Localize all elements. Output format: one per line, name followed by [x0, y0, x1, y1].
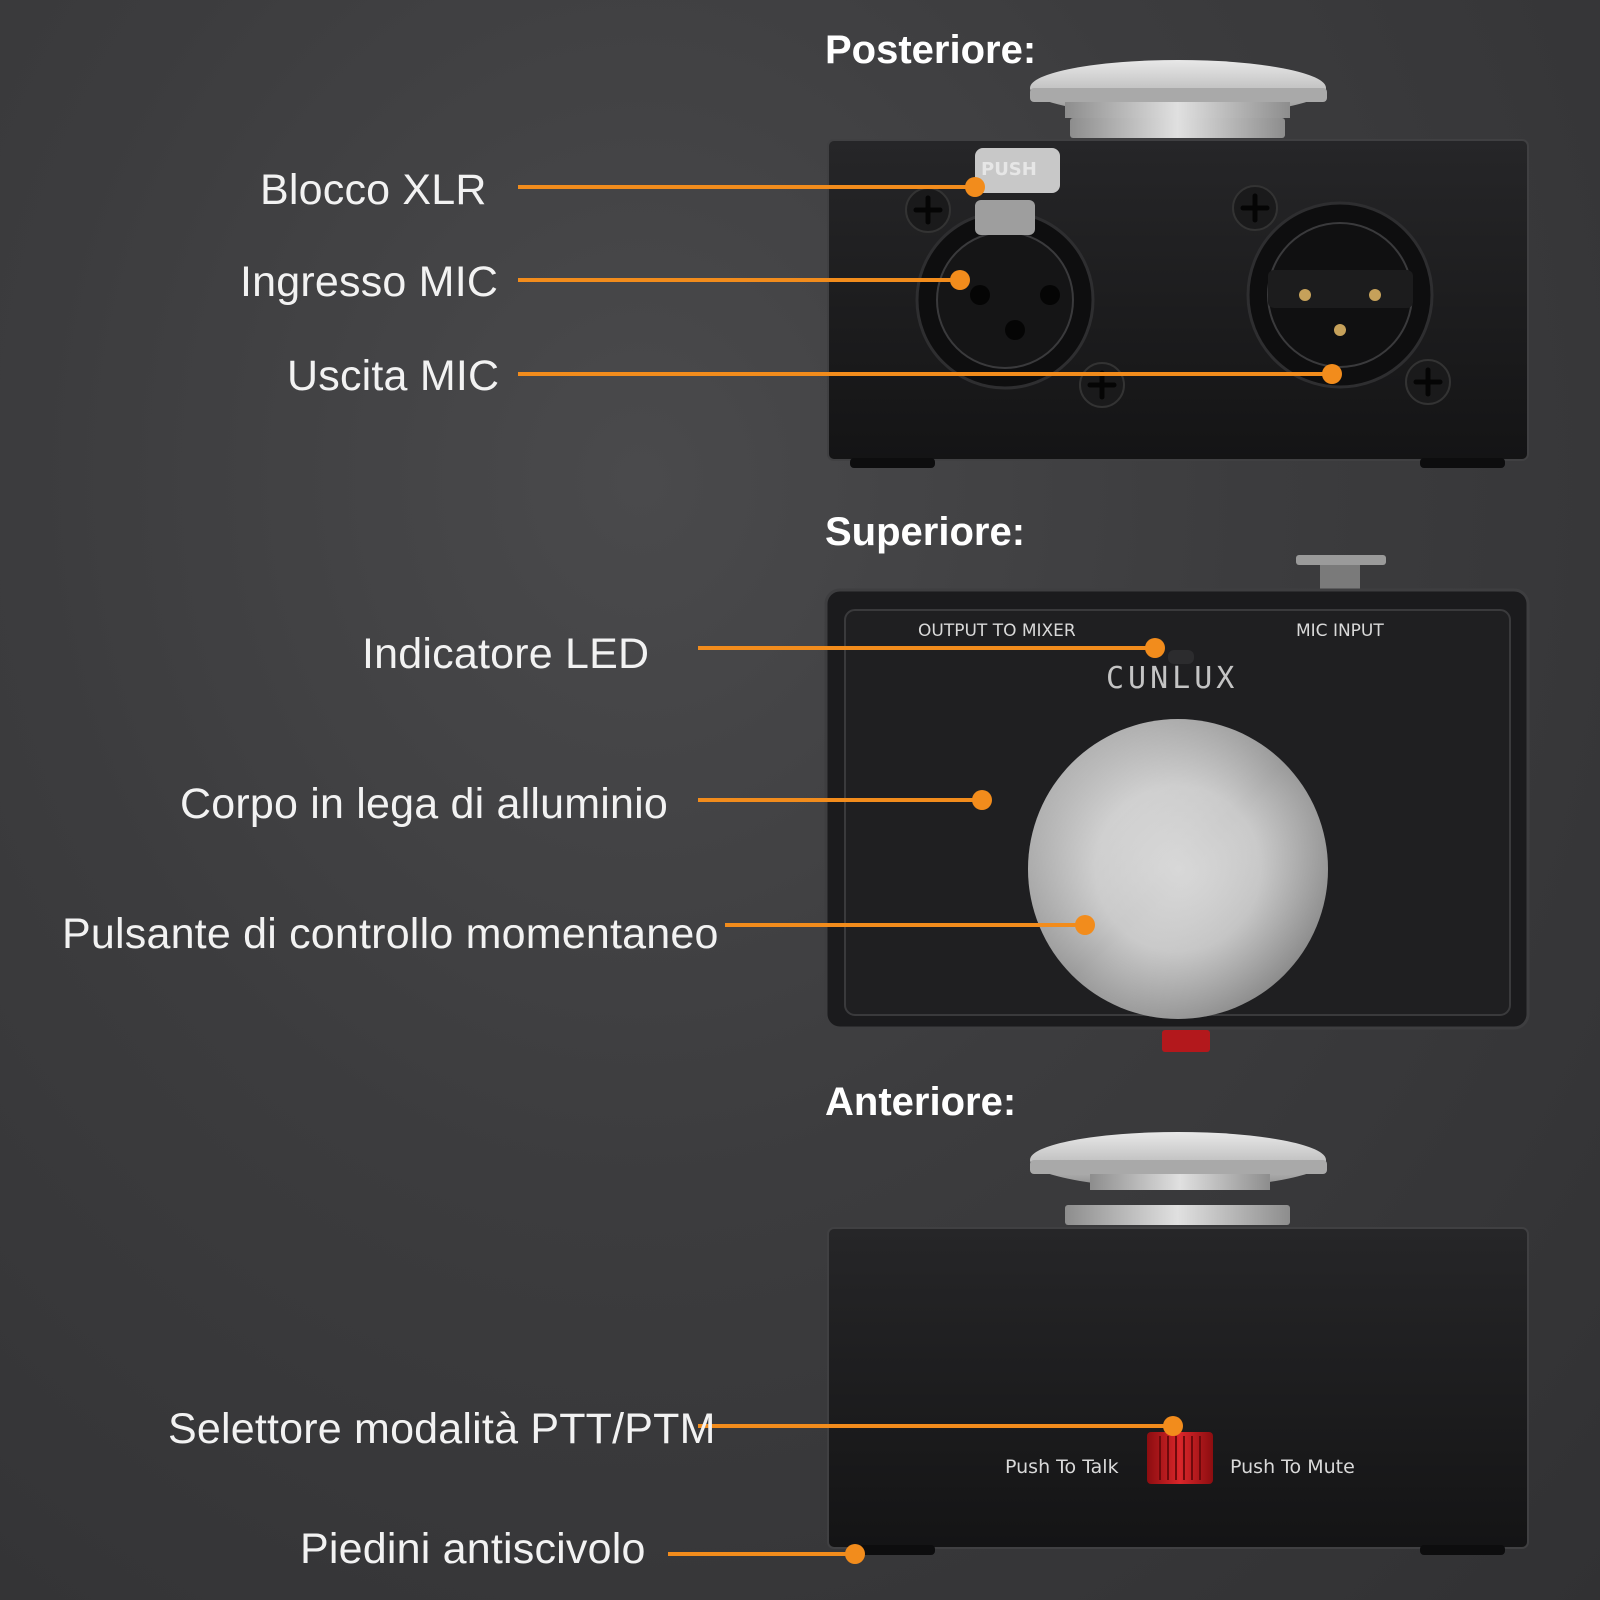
callout-mic-output: Uscita MIC: [287, 352, 500, 400]
rear-view: [827, 60, 1529, 468]
brand-logo: CUNLUX: [1106, 661, 1239, 696]
mic-input-label: MIC INPUT: [1296, 621, 1384, 641]
section-header-rear: Posteriore:: [825, 28, 1037, 72]
push-tab-label: PUSH: [981, 159, 1037, 180]
callout-antislip-feet: Piedini antiscivolo: [300, 1525, 646, 1573]
xlr-lock-tab: [975, 148, 1060, 193]
push-to-mute-label: Push To Mute: [1230, 1456, 1355, 1478]
callout-lines: [518, 177, 1342, 1564]
callout-mode-selector: Selettore modalità PTT/PTM: [168, 1405, 716, 1453]
section-header-front: Anteriore:: [825, 1080, 1017, 1124]
ptt-ptm-switch: [1147, 1432, 1213, 1484]
callout-aluminum-body: Corpo in lega di alluminio: [180, 780, 669, 828]
xlr-male-connector: [1246, 201, 1434, 389]
top-view: [824, 555, 1530, 1052]
section-header-top: Superiore:: [825, 510, 1026, 554]
output-to-mixer-label: OUTPUT TO MIXER: [918, 621, 1076, 641]
xlr-female-connector: [915, 148, 1095, 390]
callout-led-indicator: Indicatore LED: [362, 630, 650, 678]
push-to-talk-label: Push To Talk: [1005, 1456, 1119, 1478]
led-indicator: [1168, 650, 1194, 664]
front-view: [827, 1132, 1529, 1555]
callout-xlr-lock: Blocco XLR: [260, 166, 487, 214]
callout-momentary-button: Pulsante di controllo momentaneo: [62, 910, 719, 958]
callout-mic-input: Ingresso MIC: [240, 258, 499, 306]
